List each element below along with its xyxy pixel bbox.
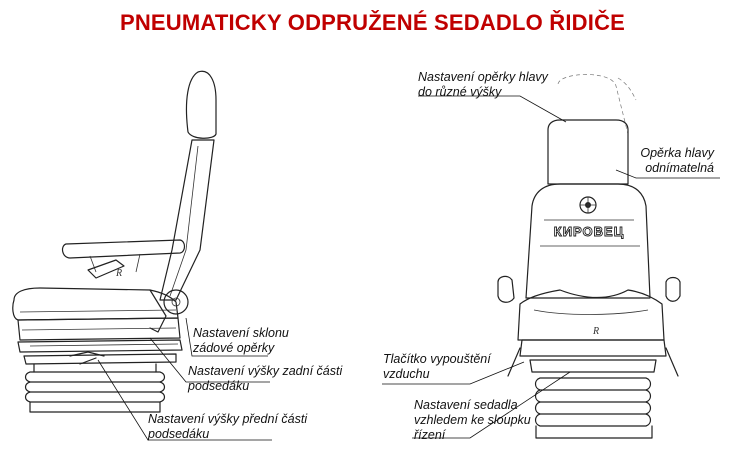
label-steering-position: Nastavení sedadla vzhledem ke sloupku ří… — [414, 398, 531, 442]
label-headrest-height: Nastavení opěrky hlavy do různé výšky — [418, 70, 548, 99]
logo-text: КИРОВЕЦ — [554, 224, 624, 239]
label-air-release: Tlačítko vypouštění vzduchu — [383, 352, 491, 381]
label-headrest-removable: Opěrka hlavy odnímatelná — [640, 146, 714, 175]
label-rear-height: Nastavení výšky zadní části podsedáku — [188, 364, 343, 393]
label-backrest-tilt: Nastavení sklonu zádové opěrky — [193, 326, 289, 355]
front-mark-letter: R — [592, 326, 599, 337]
kirovets-logo: КИРОВЕЦ — [553, 196, 624, 239]
front-view-seat: КИРОВЕЦ R — [497, 74, 681, 439]
label-front-height: Nastavení výšky přední části podsedáku — [148, 412, 308, 441]
leader-lines — [97, 95, 720, 441]
side-view-seat: R — [12, 70, 217, 413]
side-mark-letter: R — [115, 268, 122, 279]
diagram-title: PNEUMATICKY ODPRUŽENÉ SEDADLO ŘIDIČE — [119, 10, 626, 35]
